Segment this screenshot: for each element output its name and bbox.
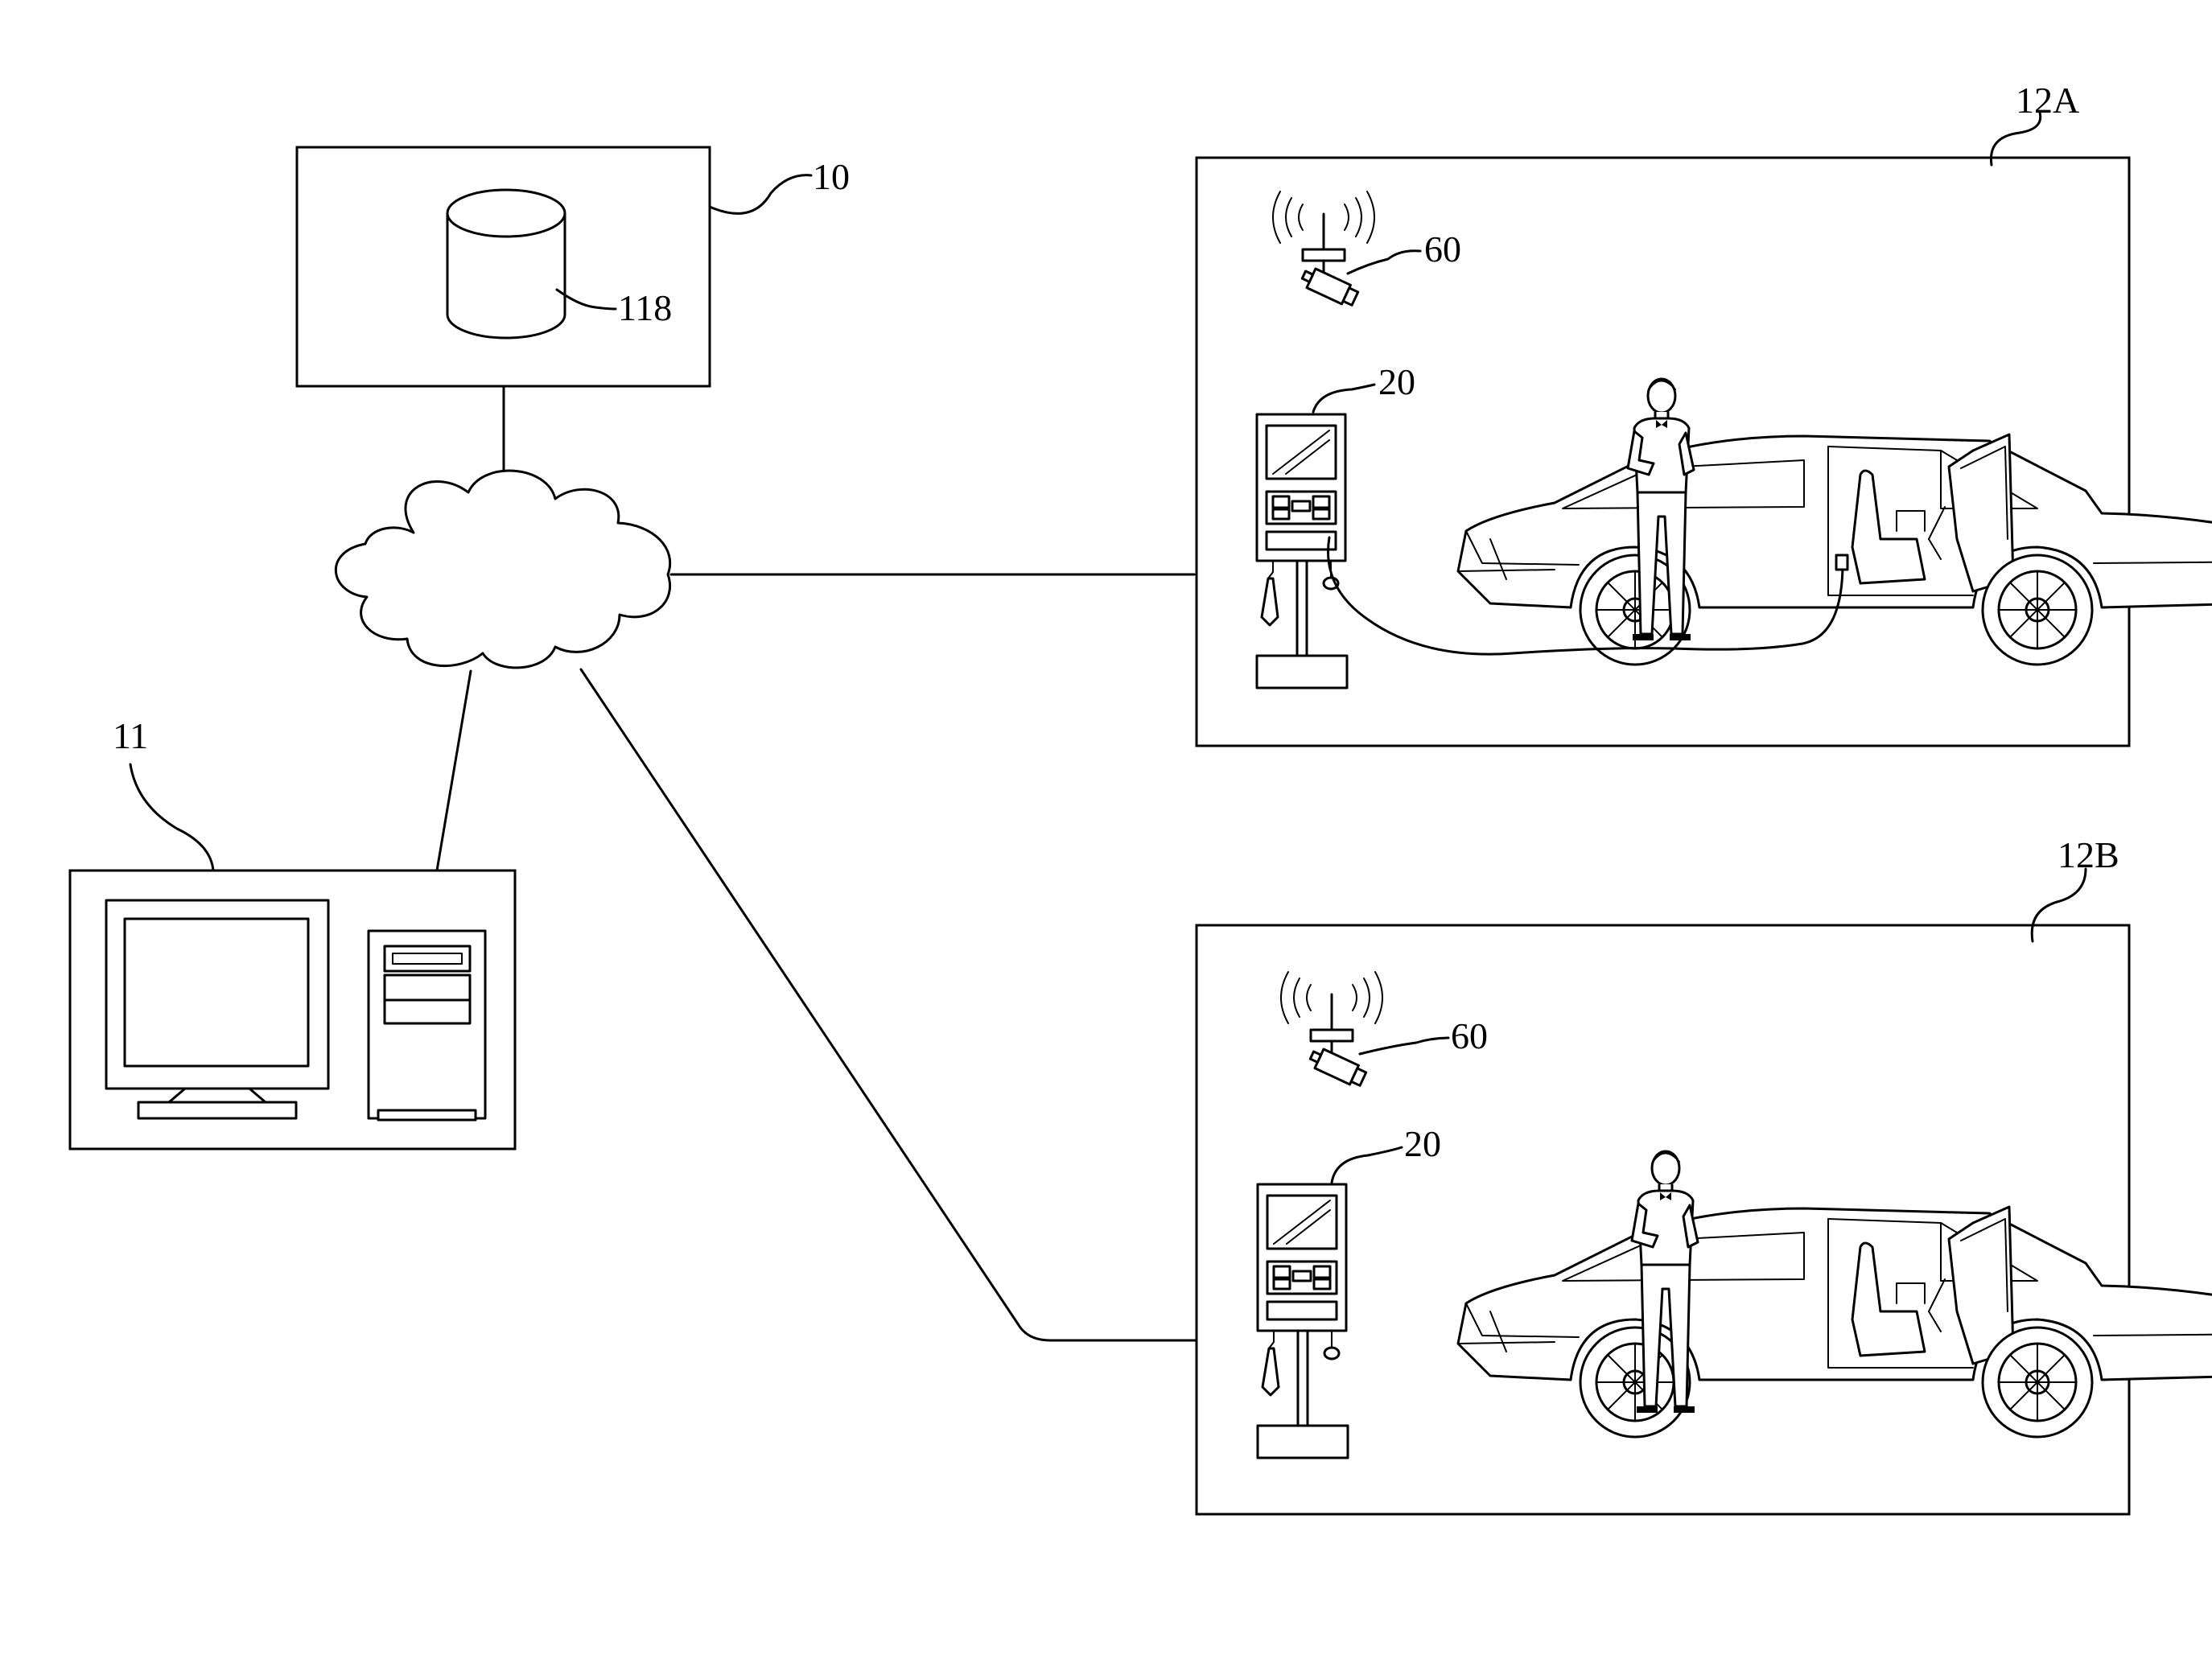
label-118: 118 — [618, 287, 672, 328]
label-11: 11 — [113, 715, 148, 756]
computer-tower-icon — [369, 931, 485, 1120]
label-20-b: 20 — [1404, 1123, 1441, 1164]
link-cloud-site-b — [581, 669, 1197, 1340]
database-cylinder-icon — [447, 190, 565, 338]
link-cloud-workstation — [437, 671, 471, 871]
leader-11 — [130, 764, 213, 871]
network-cloud-icon — [336, 471, 669, 668]
label-60-b: 60 — [1451, 1015, 1488, 1056]
label-20-a: 20 — [1378, 361, 1415, 402]
computer-monitor-icon — [106, 900, 328, 1118]
label-12a: 12A — [2016, 80, 2079, 121]
label-10: 10 — [813, 156, 850, 197]
leader-10 — [710, 175, 811, 214]
label-60-a: 60 — [1424, 228, 1461, 270]
cable-plug-a — [1836, 555, 1847, 570]
label-12b: 12B — [2058, 834, 2119, 875]
